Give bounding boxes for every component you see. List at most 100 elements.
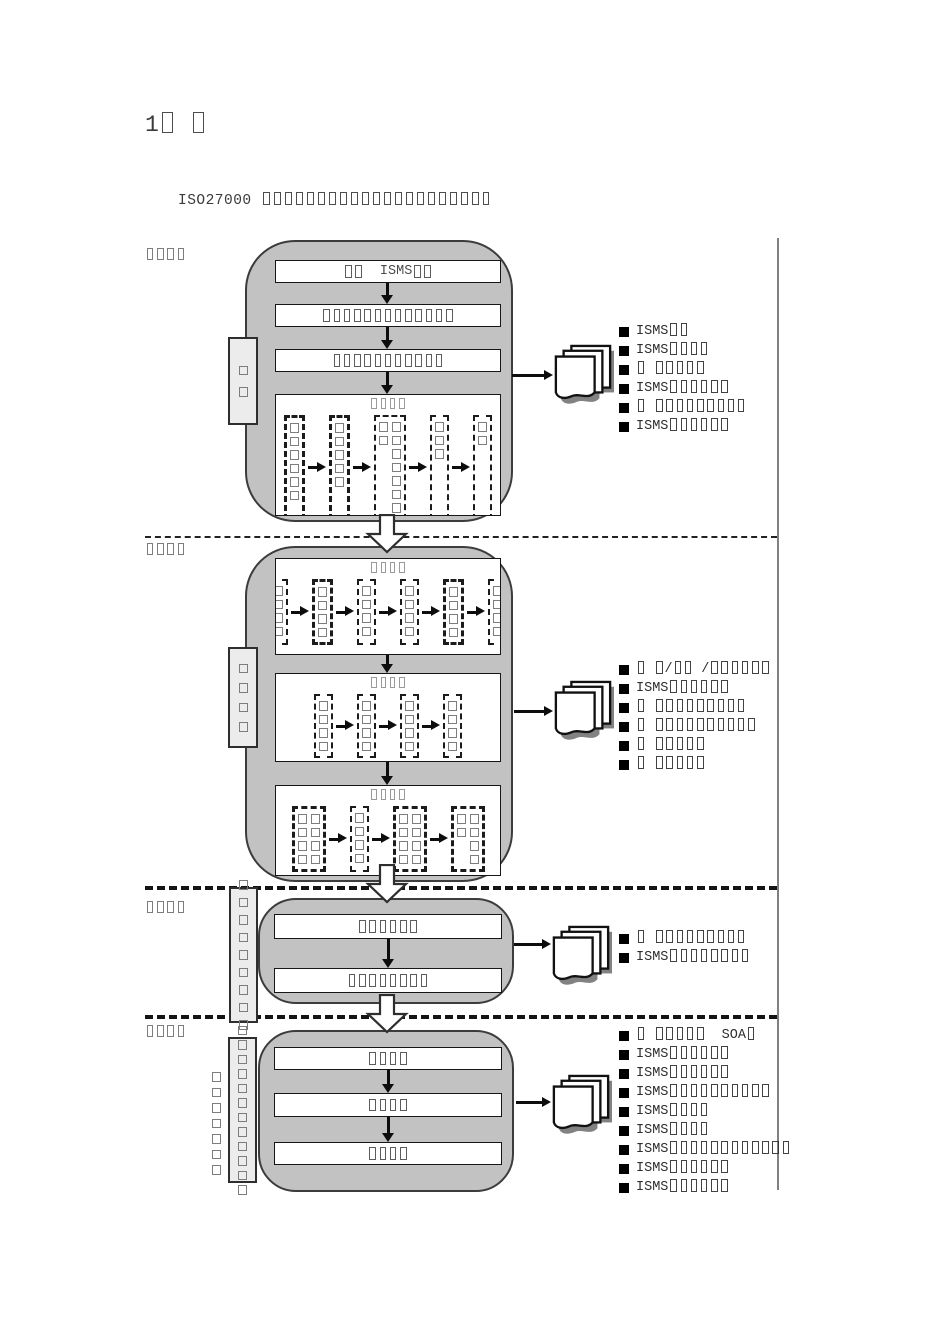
missing-glyph-box	[637, 718, 645, 731]
missing-glyph-box	[380, 789, 387, 800]
missing-glyph-box	[637, 699, 645, 712]
missing-glyph-box	[276, 586, 283, 596]
missing-glyph-box	[711, 1084, 718, 1097]
missing-glyph-box	[335, 436, 344, 446]
phase3-container	[258, 898, 514, 1004]
glyph-column	[398, 812, 408, 866]
missing-glyph-box	[238, 1025, 247, 1035]
missing-glyph-box	[680, 323, 687, 336]
missing-glyph-box	[637, 661, 645, 674]
missing-glyph-box	[405, 714, 414, 724]
missing-glyph-box	[741, 1084, 749, 1097]
missing-glyph-box	[711, 380, 718, 393]
missing-glyph-box	[711, 680, 718, 693]
missing-glyph-box	[676, 361, 684, 374]
missing-glyph-box	[493, 599, 500, 609]
missing-glyph-box	[290, 490, 299, 500]
missing-glyph-box	[414, 265, 421, 278]
missing-glyph-box	[656, 930, 663, 943]
output-label	[636, 737, 705, 753]
missing-glyph-box	[690, 380, 698, 393]
missing-glyph-box	[405, 354, 412, 367]
output-label: ISMS	[636, 1122, 709, 1139]
missing-glyph-box	[238, 1054, 247, 1064]
right-arrow	[328, 833, 347, 844]
missing-glyph-box	[212, 1118, 221, 1128]
glyph-column	[478, 420, 487, 447]
process-step-box	[291, 806, 326, 872]
missing-glyph-box	[398, 854, 408, 864]
phase4-document-stack-icon	[547, 1074, 615, 1136]
missing-glyph-box	[731, 1141, 739, 1154]
bullet-square-icon	[619, 721, 629, 732]
output-label	[636, 718, 757, 734]
phase3-output-list: ISMS	[619, 929, 750, 967]
missing-glyph-box	[690, 1160, 698, 1173]
output-label: SOA	[636, 1027, 756, 1044]
output-label	[636, 699, 746, 715]
phase4-step3	[274, 1142, 502, 1165]
process-step-box	[400, 579, 419, 645]
phase3-step2	[274, 968, 502, 993]
missing-glyph-box	[680, 1160, 687, 1173]
missing-glyph-box	[177, 543, 184, 556]
missing-glyph-box	[333, 354, 341, 367]
missing-glyph-box	[731, 1084, 739, 1097]
glyph-column	[456, 812, 466, 839]
output-label: ISMS	[636, 1179, 730, 1196]
missing-glyph-box	[297, 854, 307, 864]
missing-glyph-box	[721, 1160, 728, 1173]
missing-glyph-box	[782, 1141, 790, 1154]
flow-title	[276, 559, 500, 578]
missing-glyph-box	[177, 1025, 184, 1038]
missing-glyph-box	[157, 901, 164, 914]
missing-glyph-box	[238, 1185, 247, 1195]
missing-glyph-box	[362, 613, 371, 623]
output-arrow	[514, 706, 553, 716]
missing-glyph-box	[400, 974, 407, 987]
missing-glyph-box	[690, 680, 698, 693]
missing-glyph-box	[448, 728, 457, 738]
phase1-step2	[275, 304, 501, 327]
missing-glyph-box	[167, 1025, 174, 1038]
missing-glyph-box	[700, 418, 708, 431]
missing-glyph-box	[239, 967, 248, 978]
missing-glyph-box	[721, 1046, 728, 1059]
missing-glyph-box	[666, 756, 673, 769]
missing-glyph-box	[676, 699, 684, 712]
phase2-document-stack-icon	[549, 680, 617, 742]
missing-glyph-box	[239, 1002, 248, 1013]
missing-glyph-box	[372, 192, 380, 206]
missing-glyph-box	[456, 814, 466, 824]
missing-glyph-box	[680, 1065, 687, 1078]
missing-glyph-box	[666, 699, 673, 712]
phase-separator-2	[145, 886, 777, 890]
missing-glyph-box	[238, 722, 248, 732]
missing-glyph-box	[392, 449, 401, 459]
missing-glyph-box	[656, 399, 663, 412]
glyph-column	[469, 812, 479, 866]
output-list-item: ISMS	[619, 379, 746, 398]
output-label: ISMS	[636, 1065, 730, 1082]
missing-glyph-box	[727, 930, 735, 943]
phase2-output-list: / /ISMS	[619, 660, 771, 774]
missing-glyph-box	[177, 248, 184, 261]
missing-glyph-box	[318, 614, 327, 624]
missing-glyph-box	[752, 661, 759, 674]
missing-glyph-box	[697, 737, 704, 750]
missing-glyph-box	[162, 112, 174, 133]
missing-glyph-box	[670, 680, 677, 693]
phase2-container	[245, 546, 513, 882]
glyph-column	[354, 811, 364, 865]
page-title: 1	[145, 112, 208, 138]
missing-glyph-box	[146, 1025, 154, 1038]
missing-glyph-box	[297, 814, 307, 824]
right-arrow	[467, 606, 485, 617]
missing-glyph-box	[435, 309, 443, 322]
output-list-item	[619, 755, 771, 774]
missing-glyph-box	[297, 827, 307, 837]
process-step-box	[357, 579, 376, 645]
bullet-square-icon	[619, 952, 629, 963]
